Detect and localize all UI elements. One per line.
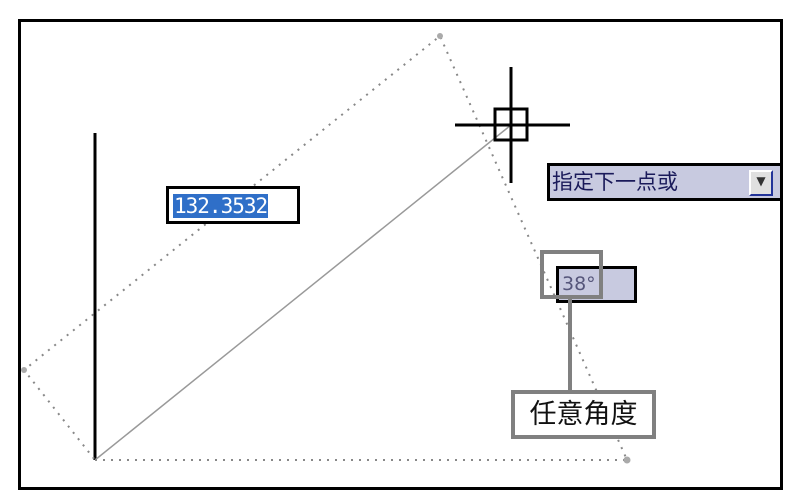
drawing-canvas[interactable] bbox=[18, 19, 783, 490]
angle-value: 38° bbox=[562, 273, 596, 295]
angle-highlight-box bbox=[540, 250, 603, 299]
crosshair-cursor bbox=[455, 67, 570, 183]
callout-leader bbox=[568, 299, 572, 390]
distance-input[interactable]: 132.3532 bbox=[166, 186, 300, 224]
command-prompt-tooltip: 指定下一点或 ▼ bbox=[547, 163, 783, 201]
down-arrow-icon[interactable]: ▼ bbox=[749, 170, 773, 196]
rubber-band-line bbox=[94, 124, 512, 461]
grip-points bbox=[21, 33, 631, 464]
distance-value: 132.3532 bbox=[173, 194, 268, 218]
prompt-text: 指定下一点或 bbox=[552, 170, 678, 194]
callout-label: 任意角度 bbox=[511, 390, 656, 439]
